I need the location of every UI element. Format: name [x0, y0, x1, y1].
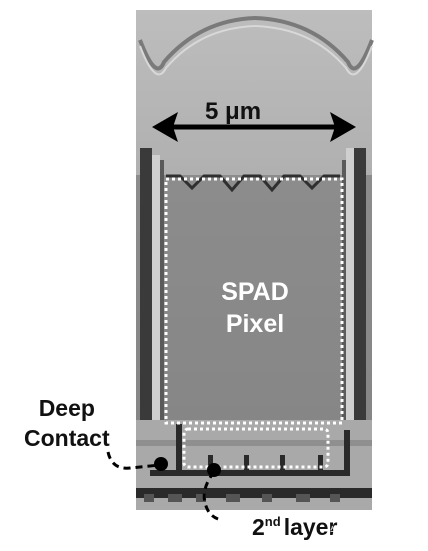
second-layer-pointer [202, 463, 223, 522]
deep-contact-pointer [106, 451, 168, 471]
deep-contact-label: Deep Contact [24, 393, 110, 453]
pyramid-texture [166, 174, 340, 193]
spad-label-line2: Pixel [225, 310, 285, 338]
spad-label-line1: SPAD [221, 278, 289, 306]
deep-contact-line1: Deep [38, 395, 95, 421]
watermark-text: 知乎 @逍遥科技 [330, 525, 425, 540]
bond-pads [144, 494, 340, 502]
deep-trench-right [342, 148, 366, 438]
microlens-layer [136, 10, 372, 175]
second-layer-sup: nd [264, 514, 281, 529]
second-layer-word: layer [283, 514, 338, 540]
deep-contact-line2: Contact [24, 425, 110, 451]
scale-bar-arrow [152, 112, 356, 142]
spad-pixel-label: SPAD Pixel [195, 276, 315, 340]
second-layer-outline [182, 427, 330, 469]
metal-lines [136, 424, 372, 498]
microlens-arc [138, 15, 374, 71]
scale-bar-label: 5 μm [205, 98, 262, 125]
deep-trench-left [140, 148, 164, 438]
second-layer-num: 2 [252, 514, 265, 540]
